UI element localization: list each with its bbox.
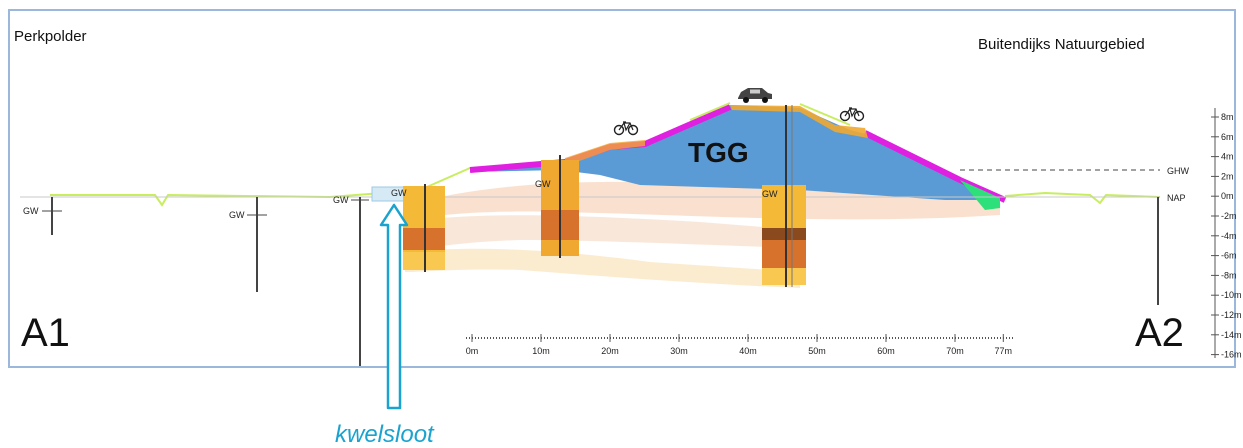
gw-well-2: GW <box>229 197 267 292</box>
distance-tick-label: 30m <box>670 346 688 356</box>
left-area-label: Perkpolder <box>14 28 87 45</box>
distance-tick-label: 60m <box>877 346 895 356</box>
elevation-tick-label: -2m <box>1221 211 1237 221</box>
distance-tick-label: 40m <box>739 346 757 356</box>
gw-label: GW <box>762 189 778 199</box>
dike-crest-layer <box>730 105 868 138</box>
elevation-tick-label: -16m <box>1221 350 1242 360</box>
boring-column-3 <box>762 105 806 287</box>
elevation-tick-label: -4m <box>1221 231 1237 241</box>
elevation-tick-label: -12m <box>1221 310 1242 320</box>
foreland-green <box>960 180 1000 210</box>
gw-label: GW <box>391 188 407 198</box>
elevation-tick-label: 6m <box>1221 132 1234 142</box>
distance-ticks: 0m 10m 20m 30m 40m 50m 60m 70m 77m <box>466 334 1012 356</box>
elevation-tick-label: 0m <box>1221 191 1234 201</box>
gw-well-3: GW <box>333 195 369 366</box>
gw-label: GW <box>229 210 245 220</box>
dike-label: TGG <box>688 137 749 168</box>
elevation-tick-label: -14m <box>1221 330 1242 340</box>
gw-label: GW <box>333 195 349 205</box>
section-start-label: A1 <box>21 311 70 355</box>
ghw-label: GHW <box>1167 166 1190 176</box>
elevation-tick-label: 8m <box>1221 112 1234 122</box>
nap-label: NAP <box>1167 193 1186 203</box>
distance-tick-label: 0m <box>466 346 479 356</box>
kwelsloot-arrow <box>379 203 409 410</box>
dike-surface-line <box>689 102 731 121</box>
car-icon <box>738 88 772 103</box>
distance-tick-label: 50m <box>808 346 826 356</box>
bicycle-icon <box>613 121 639 136</box>
elevation-tick-label: -10m <box>1221 290 1242 300</box>
distance-tick-label: 77m <box>995 346 1013 356</box>
elevation-tick-label: -8m <box>1221 270 1237 280</box>
distance-tick-label: 70m <box>946 346 964 356</box>
dike-surface-line-right <box>799 103 851 126</box>
dike-body <box>470 105 1005 200</box>
elevation-tick-label: 4m <box>1221 152 1234 162</box>
elevation-tick-label: 2m <box>1221 171 1234 181</box>
boring-column-1 <box>403 184 445 272</box>
right-area-label: Buitendijks Natuurgebied <box>978 36 1145 53</box>
gw-label: GW <box>23 206 39 216</box>
section-end-label: A2 <box>1135 311 1184 355</box>
distance-tick-label: 20m <box>601 346 619 356</box>
elevation-tick-label: -6m <box>1221 251 1237 261</box>
bicycle-icon <box>839 107 865 122</box>
soil-band-lower <box>405 248 800 288</box>
dike-inner-layer <box>565 140 645 166</box>
distance-tick-label: 10m <box>532 346 550 356</box>
soil-band-middle <box>405 215 800 252</box>
elevation-ticks: 8m 6m 4m 2m 0m -2m -4m -6m -8m -10m -12m -14m -16m <box>1211 112 1242 360</box>
ground-surface-right <box>1004 191 1161 205</box>
gw-label: GW <box>535 179 551 189</box>
ditch-label: kwelsloot <box>335 421 435 448</box>
gw-well-1: GW <box>23 197 62 235</box>
boring-column-2 <box>541 155 579 258</box>
